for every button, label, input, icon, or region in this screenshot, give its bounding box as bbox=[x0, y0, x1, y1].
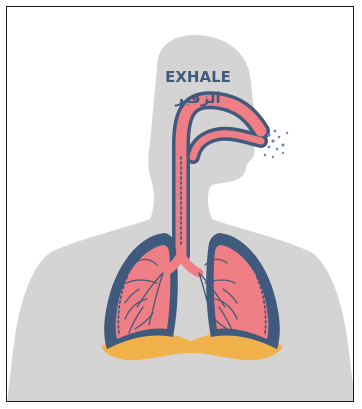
respiratory-system-diagram: EXHALE الزفير bbox=[7, 7, 354, 402]
exhale-label-arabic: الزفير bbox=[174, 89, 220, 107]
diagram-frame: EXHALE الزفير bbox=[6, 6, 354, 402]
exhale-label: EXHALE bbox=[165, 68, 231, 86]
